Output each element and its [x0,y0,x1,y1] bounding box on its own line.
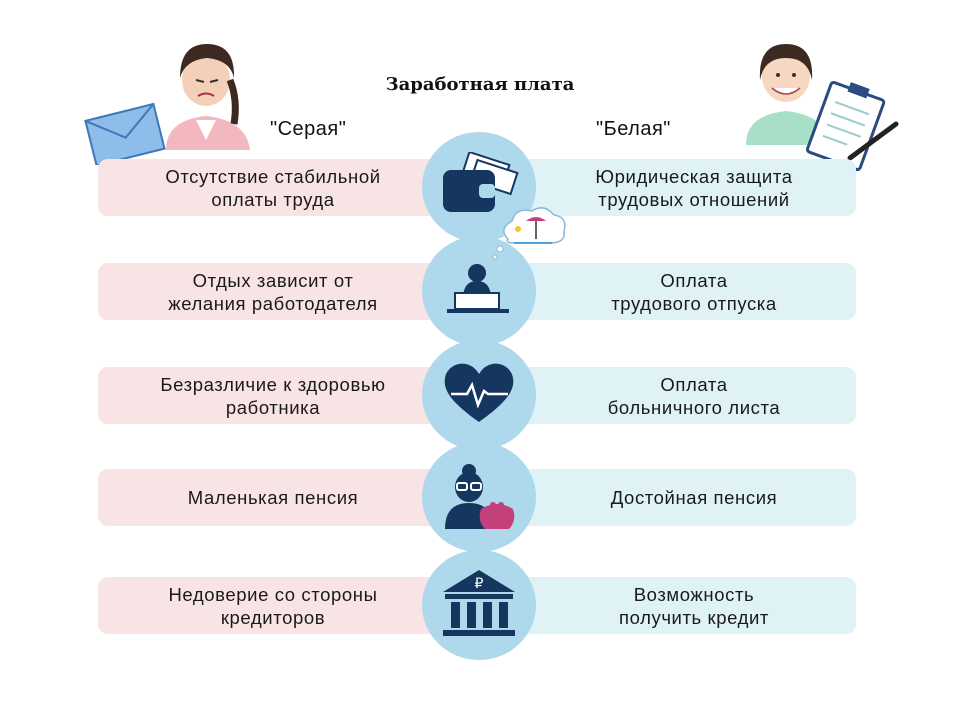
white-item: Возможность получить кредит [482,577,856,634]
grey-item: Отсутствие стабильной оплаты труда [98,159,478,216]
comparison-row: Отдых зависит от желания работодателя Оп… [0,236,960,346]
comparison-row: Маленькая пенсия Достойная пенсия [0,442,960,552]
grey-item: Безразличие к здоровью работника [98,367,478,424]
white-salary-heading: "Белая" [596,118,671,140]
bank-ruble-icon: ₽ [437,566,521,644]
comparison-row: Безразличие к здоровью работника Оплата … [0,340,960,450]
comparison-row: Недоверие со стороны кредиторов Возможно… [0,550,960,660]
white-item: Достойная пенсия [482,469,856,526]
svg-text:₽: ₽ [475,576,484,592]
page-title: Заработная плата [385,74,575,95]
thought-bubble-beach-icon [492,205,572,265]
grey-item: Маленькая пенсия [98,469,478,526]
icon-circle [422,236,536,346]
heart-pulse-icon [441,360,517,430]
happy-woman-clipboard-illustration [742,40,902,180]
wallet-money-icon [437,150,521,222]
white-item: Оплата трудового отпуска [482,263,856,320]
white-item: Юридическая защита трудовых отношений [482,159,856,216]
sad-woman-envelope-illustration [84,40,254,167]
grey-item: Отдых зависит от желания работодателя [98,263,478,320]
grey-item: Недоверие со стороны кредиторов [98,577,478,634]
icon-circle [422,340,536,450]
comparison-row: Отсутствие стабильной оплаты труда Юриди… [0,132,960,242]
worker-vacation-dream-icon [439,259,519,323]
white-item: Оплата больничного листа [482,367,856,424]
icon-circle [422,442,536,552]
pensioner-purse-icon [437,459,521,535]
grey-salary-heading: "Серая" [270,118,347,140]
icon-circle: ₽ [422,550,536,660]
